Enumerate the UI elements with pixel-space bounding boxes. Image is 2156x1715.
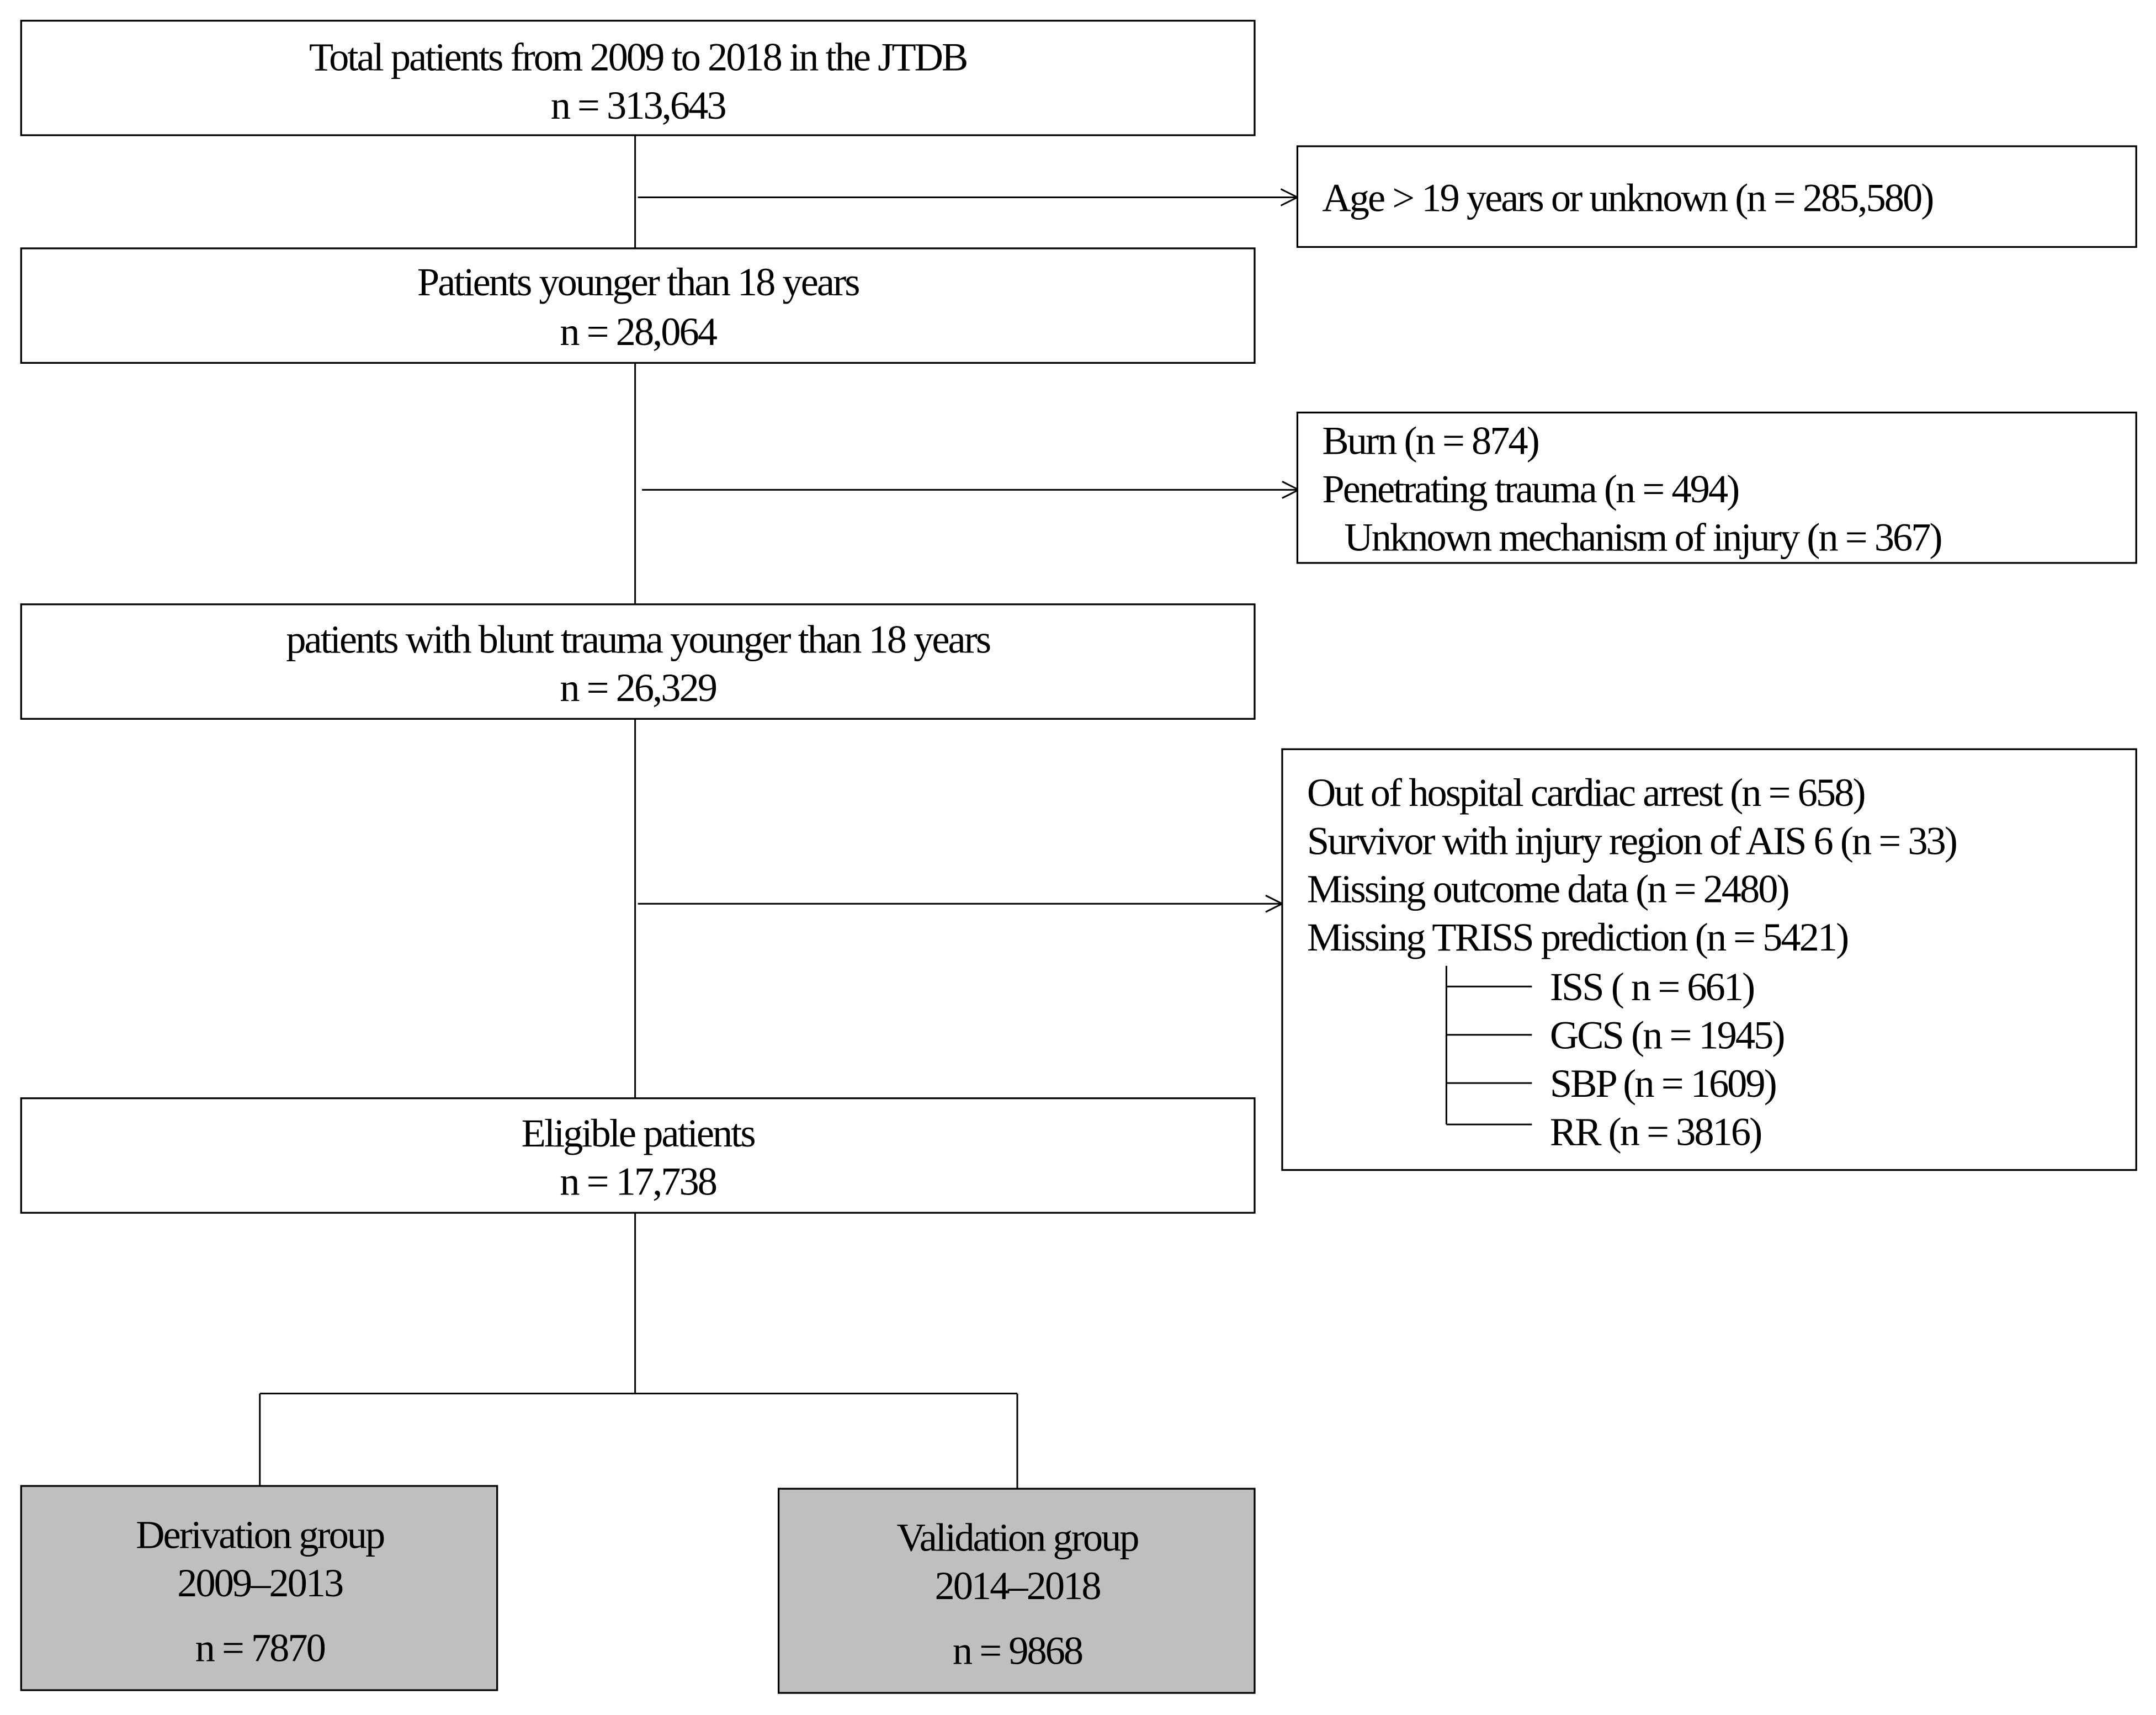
exclusion-item: Missing outcome data (n = 2480) — [1307, 867, 1788, 911]
connectors — [259, 135, 1299, 1489]
exclusion-item: Out of hospital cardiac arrest (n = 658) — [1307, 770, 1865, 815]
exclusion-item: Age > 19 years or unknown (n = 285,580) — [1322, 175, 1932, 220]
sub-item: ISS ( n = 661) — [1550, 964, 1754, 1009]
validation-group-box: Validation group 2014–2018 n = 9868 — [777, 1488, 1256, 1694]
step-count: n = 28,064 — [560, 309, 717, 354]
step-label: Eligible patients — [522, 1111, 755, 1155]
group-count: n = 9868 — [953, 1628, 1082, 1673]
step-count: n = 26,329 — [560, 665, 716, 710]
group-name: Validation group — [896, 1515, 1138, 1560]
sub-item: GCS (n = 1945) — [1550, 1013, 1784, 1058]
group-count: n = 7870 — [195, 1626, 325, 1670]
sub-item-bracket — [1445, 965, 1532, 1125]
exclusion-box-age: Age > 19 years or unknown (n = 285,580) — [1296, 145, 2137, 248]
step-box-eligible: Eligible patients n = 17,738 — [20, 1097, 1256, 1214]
step-label: patients with blunt trauma younger than … — [286, 617, 990, 661]
group-name: Derivation group — [136, 1512, 384, 1557]
step-box-under-18: Patients younger than 18 years n = 28,06… — [20, 247, 1256, 364]
step-count: n = 17,738 — [560, 1159, 716, 1204]
group-years: 2014–2018 — [934, 1563, 1100, 1608]
exclusion-item: Penetrating trauma (n = 494) — [1322, 466, 1738, 511]
exclusion-box-missing: Out of hospital cardiac arrest (n = 658)… — [1281, 748, 2137, 1171]
step-label: Patients younger than 18 years — [417, 259, 859, 304]
sub-item: SBP (n = 1609) — [1550, 1061, 1776, 1106]
group-years: 2009–2013 — [177, 1560, 343, 1605]
step-label: Total patients from 2009 to 2018 in the … — [309, 34, 967, 79]
step-box-blunt-trauma: patients with blunt trauma younger than … — [20, 603, 1256, 720]
step-box-total: Total patients from 2009 to 2018 in the … — [20, 19, 1256, 136]
exclusion-item: Survivor with injury region of AIS 6 (n … — [1307, 818, 1956, 863]
exclusion-item: Missing TRISS prediction (n = 5421) — [1307, 915, 1847, 959]
exclusion-item: Burn (n = 874) — [1322, 418, 1538, 463]
exclusion-item: Unknown mechanism of injury (n = 367) — [1344, 514, 1941, 559]
sub-item: RR (n = 3816) — [1550, 1109, 1761, 1154]
exclusion-box-mechanism: Burn (n = 874) Penetrating trauma (n = 4… — [1296, 411, 2137, 564]
step-count: n = 313,643 — [551, 83, 726, 128]
derivation-group-box: Derivation group 2009–2013 n = 7870 — [20, 1485, 498, 1691]
